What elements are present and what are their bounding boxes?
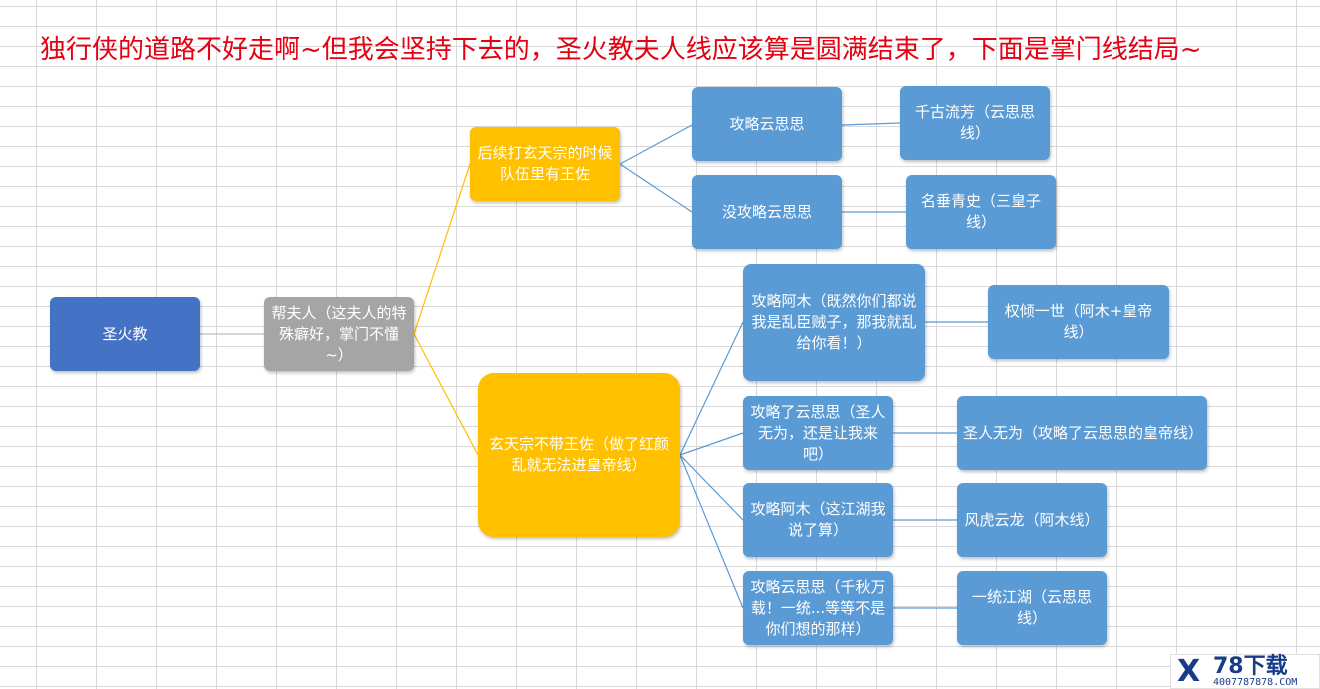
ending-mingchui-label: 名垂青史（三皇子线） [920, 192, 1041, 231]
node-woo-amu-jianghu-label: 攻略阿木（这江湖我说了算） [750, 500, 886, 539]
node-woo-amu-rebel[interactable]: 攻略阿木（既然你们都说我是乱臣贼子，那我就乱给你看！） [743, 264, 925, 381]
link-without-to-amu-rebel [679, 321, 744, 456]
node-root[interactable]: 圣火教 [50, 297, 200, 371]
node-woo-yunsisi-label: 攻略云思思 [729, 114, 805, 133]
ending-shengren-label: 圣人无为（攻略了云思思的皇帝线） [963, 423, 1204, 442]
node-without-wangzuo[interactable]: 玄天宗不带王佐（做了红颜乱就无法进皇帝线） [478, 373, 680, 537]
logo-url: 4007787878.COM [1213, 677, 1298, 688]
page-title: 独行侠的道路不好走啊~但我会坚持下去的，圣火教夫人线应该算是圆满结束了，下面是掌… [40, 35, 1202, 65]
node-woo-yunsisi[interactable]: 攻略云思思 [692, 87, 842, 161]
watermark-logo: X 78下载 4007787878.COM [1170, 654, 1320, 689]
node-with-wangzuo-label: 后续打玄天宗的时候队伍里有王佐 [477, 144, 613, 183]
link-with-to-woo [619, 124, 693, 165]
ending-quanqing-label: 权倾一世（阿木+皇帝线） [1004, 302, 1153, 341]
link-lady-to-without [413, 333, 479, 456]
node-root-label: 圣火教 [102, 324, 148, 343]
link-woo-to-qiangu [841, 122, 901, 126]
node-with-wangzuo[interactable]: 后续打玄天宗的时候队伍里有王佐 [470, 127, 620, 201]
ending-mingchui[interactable]: 名垂青史（三皇子线） [906, 175, 1056, 249]
link-without-to-sage [679, 432, 744, 456]
node-without-wangzuo-label: 玄天宗不带王佐（做了红颜乱就无法进皇帝线） [488, 435, 669, 474]
ending-shengren[interactable]: 圣人无为（攻略了云思思的皇帝线） [957, 396, 1207, 470]
node-help-lady-label: 帮夫人（这夫人的特殊癖好，掌门不懂~） [271, 303, 407, 364]
node-woo-amu-jianghu[interactable]: 攻略阿木（这江湖我说了算） [743, 483, 893, 557]
link-lady-to-with [413, 163, 471, 335]
node-woo-yunsisi-unify[interactable]: 攻略云思思（千秋万载！一统...等等不是你们想的那样） [743, 571, 893, 645]
ending-qiangu-label: 千古流芳（云思思线） [914, 103, 1035, 142]
node-woo-yunsisi-unify-label: 攻略云思思（千秋万载！一统...等等不是你们想的那样） [750, 577, 886, 638]
node-no-yunsisi[interactable]: 没攻略云思思 [692, 175, 842, 249]
ending-fenghu-label: 风虎云龙（阿木线） [964, 510, 1100, 529]
node-help-lady[interactable]: 帮夫人（这夫人的特殊癖好，掌门不懂~） [264, 297, 414, 371]
node-wooed-yunsisi-sage-label: 攻略了云思思（圣人无为，还是让我来吧） [750, 402, 886, 463]
ending-yitong[interactable]: 一统江湖（云思思线） [957, 571, 1107, 645]
link-without-to-unify [679, 454, 744, 609]
link-without-to-amu-jianghu [679, 454, 744, 521]
ending-quanqing[interactable]: 权倾一世（阿木+皇帝线） [988, 285, 1169, 359]
link-with-to-no [619, 163, 693, 213]
ending-qiangu[interactable]: 千古流芳（云思思线） [900, 86, 1050, 160]
node-wooed-yunsisi-sage[interactable]: 攻略了云思思（圣人无为，还是让我来吧） [743, 396, 893, 470]
logo-x-mark: X [1177, 654, 1201, 689]
ending-yitong-label: 一统江湖（云思思线） [971, 588, 1092, 627]
logo-name: 78下载 [1213, 654, 1288, 679]
ending-fenghu[interactable]: 风虎云龙（阿木线） [957, 483, 1107, 557]
node-woo-amu-rebel-label: 攻略阿木（既然你们都说我是乱臣贼子，那我就乱给你看！） [751, 292, 917, 352]
node-no-yunsisi-label: 没攻略云思思 [721, 202, 812, 221]
